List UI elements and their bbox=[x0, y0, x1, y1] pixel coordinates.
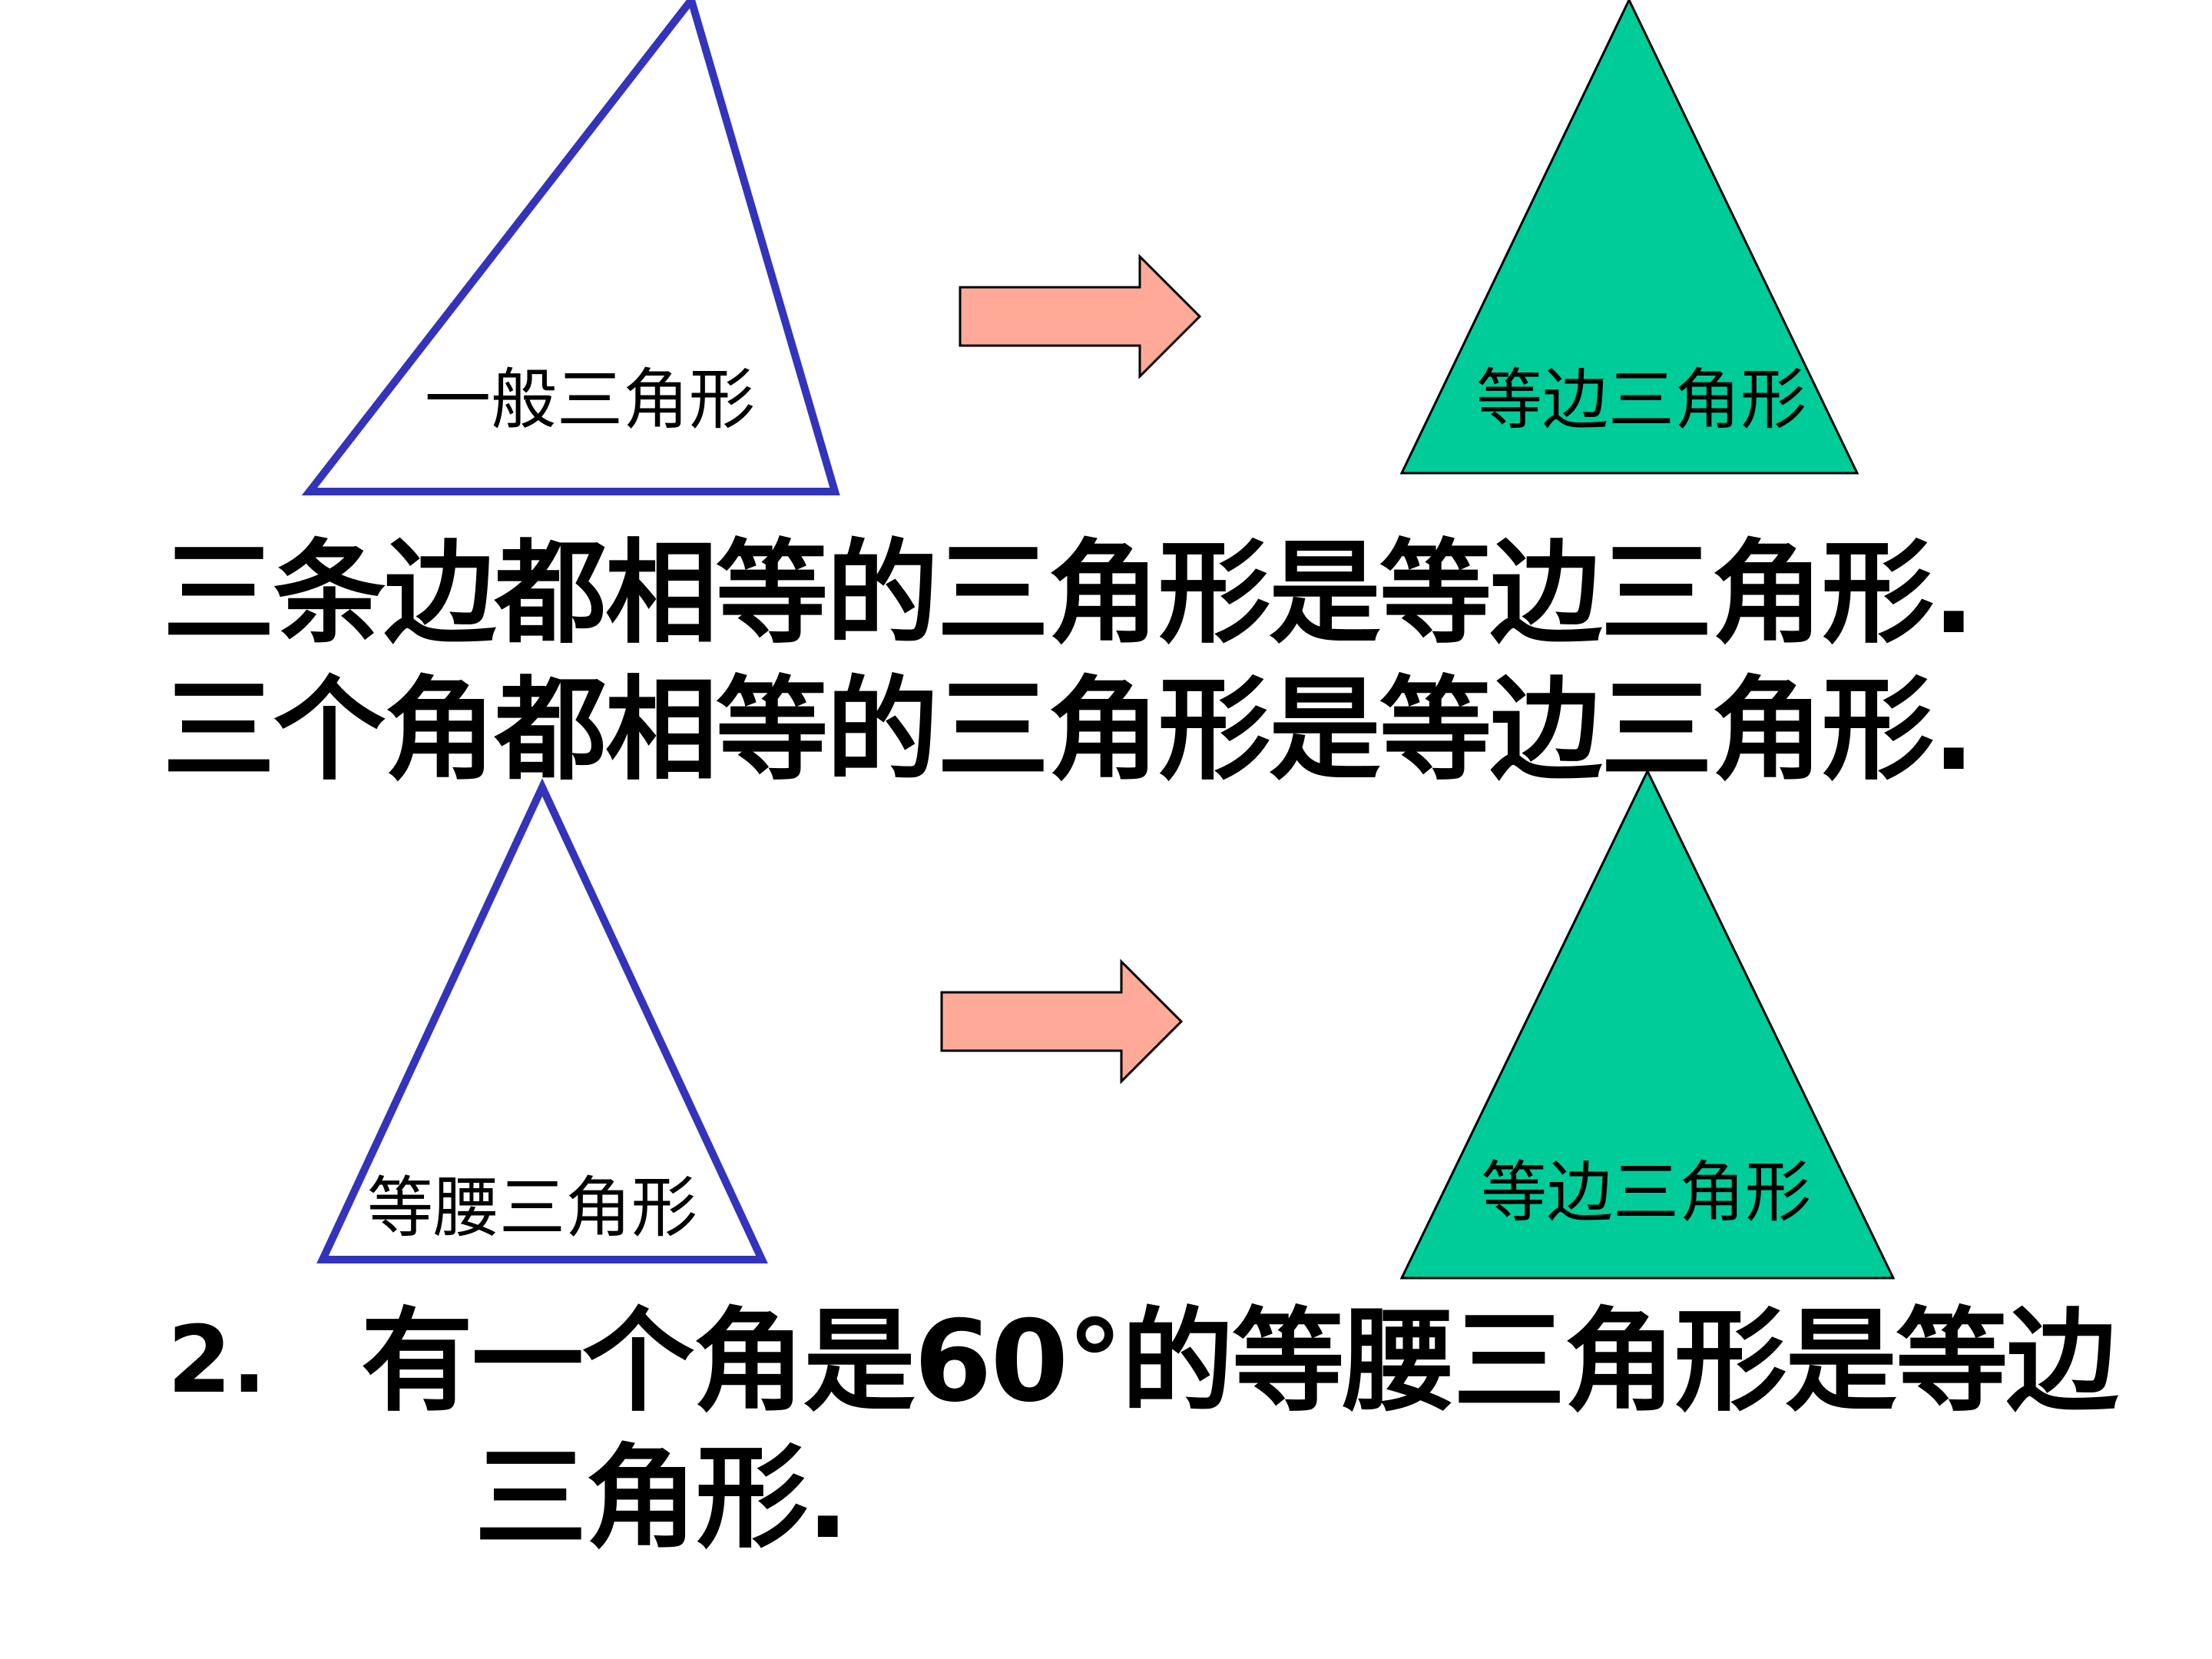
equilateral-triangle-bottom-label: 等边三角形 bbox=[1481, 1154, 1811, 1231]
arrow-right-bottom bbox=[940, 959, 1184, 1084]
equilateral-triangle-bottom bbox=[1399, 768, 1896, 1280]
scalene-triangle-label: 一般三角形 bbox=[425, 362, 755, 439]
item-2-line-2: 三角形. bbox=[475, 1433, 849, 1564]
item-2-line-1: 有一个角是60°的等腰三角形是等边 bbox=[361, 1296, 2118, 1427]
statement-angles-equal: 三个角都相等的三角形是等边三角形. bbox=[163, 665, 1975, 796]
scalene-triangle bbox=[301, 0, 840, 495]
isosceles-triangle bbox=[316, 778, 768, 1263]
statement-sides-equal: 三条边都相等的三角形是等边三角形. bbox=[163, 528, 1975, 659]
isosceles-triangle-label: 等腰三角形 bbox=[367, 1170, 697, 1247]
equilateral-triangle-top-label: 等边三角形 bbox=[1476, 362, 1806, 439]
equilateral-triangle-top bbox=[1399, 0, 1859, 475]
item-2-number: 2. bbox=[167, 1307, 267, 1414]
arrow-right-top bbox=[959, 253, 1202, 379]
